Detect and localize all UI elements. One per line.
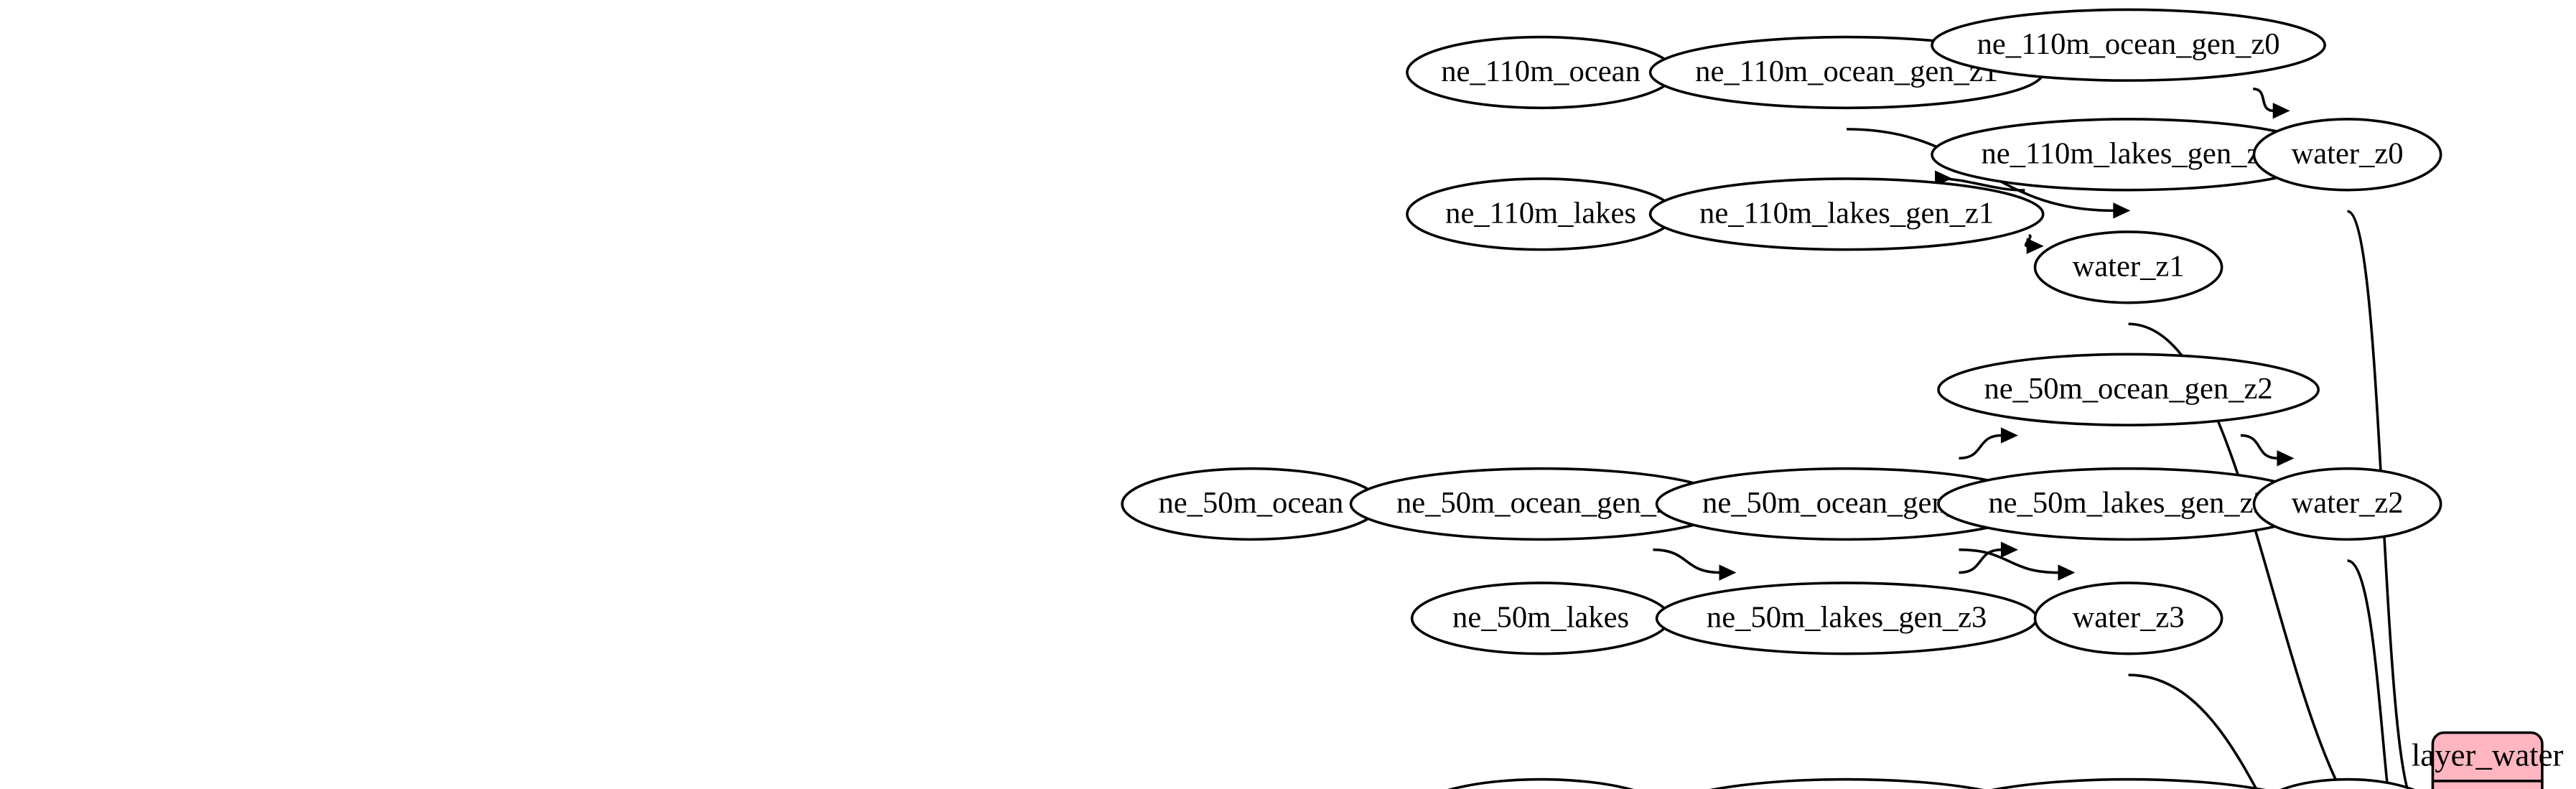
arrowhead-icon [2277,450,2295,467]
node-ne_110m_ocean_gen_z0[interactable] [1931,8,2326,82]
arrowhead-icon [2272,103,2290,119]
edge-ne_50m_ocean_gen_z3-to-water_z3 [1959,548,2059,574]
edge-ne_50m_lakes_gen_z3-to-ne_50m_lakes_gen_z2 [1959,548,2002,574]
node-water_z3[interactable] [2033,582,2223,655]
node-ne_10m_lakes_gen_z4[interactable] [1938,778,2318,789]
node-water_z2[interactable] [2252,467,2442,541]
record-node-layer-water[interactable] [2431,731,2544,789]
node-ne_50m_lakes[interactable] [1410,582,1671,655]
arrowhead-icon [2058,564,2076,581]
edge-ne_110m_ocean_gen_z0-to-water_z0 [2253,88,2274,113]
node-ne_50m_lakes_gen_z3[interactable] [1655,582,2038,655]
node-ne_50m_ocean[interactable] [1121,467,1381,541]
arrowhead-icon [2000,541,2018,558]
node-ne_10m_lakes[interactable] [1412,778,1670,789]
arrowhead-icon [2026,238,2044,254]
arrowhead-icon [2000,427,2018,444]
record-node-layer: layer_waterz0z1z2z3z4z5z6z7z8z9z10z11z12… [2412,731,2564,789]
node-ne_10m_lakes_gen_z5[interactable] [1657,778,2037,789]
edge-water_z2-to-layer_water-z2 [2347,559,2389,789]
node-water_z0[interactable] [2252,118,2442,192]
node-ne_50m_ocean_gen_z2[interactable] [1937,353,2320,426]
edge-water_z3-to-layer_water-z3 [2128,673,2258,789]
node-ne_110m_lakes[interactable] [1406,177,1676,251]
node-ne_110m_lakes_gen_z1[interactable] [1648,177,2045,251]
edge-ne_50m_ocean_gen_z2-to-water_z2 [2240,434,2278,460]
node-ne_110m_ocean[interactable] [1406,35,1676,110]
node-water_z4[interactable] [2254,778,2441,789]
edge-ne_50m_ocean_gen_z4-to-ne_50m_lakes_gen_z3 [1653,548,1720,574]
edge-ne_50m_ocean_gen_z3-to-ne_50m_ocean_gen_z2 [1959,434,2002,460]
nodes-layer: imposm3osm_water_polygonosm_ocean_polygo… [1121,8,2442,789]
node-water_z1[interactable] [2033,230,2223,304]
arrowhead-icon [2113,202,2131,219]
arrowhead-icon [1719,564,1737,581]
